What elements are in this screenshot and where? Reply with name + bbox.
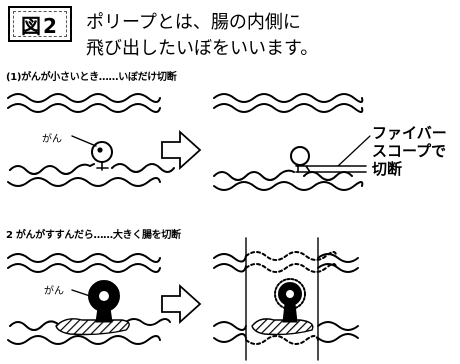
intestine-lower-wall <box>213 333 247 343</box>
intestine-upper-wall <box>7 263 161 273</box>
intro-text-line2: 飛び出したいぼをいいます。 <box>86 38 319 59</box>
intestine-lower-wall <box>7 335 161 345</box>
intestine-upper-wall <box>317 253 359 263</box>
intestine-upper-wall <box>7 253 161 263</box>
stage1-cancer-label: がん <box>42 134 62 145</box>
cancer-pointer <box>71 135 97 147</box>
intestine-upper-wall <box>213 253 247 263</box>
right-arrow-icon <box>161 129 202 171</box>
polyp-stalk <box>282 303 298 323</box>
stage1-intestine-before <box>7 93 175 187</box>
stage2-intestine-before <box>7 253 171 345</box>
stage2-intestine-after <box>213 237 359 361</box>
intro-text-line1: ポリープとは、腸の内側に <box>86 12 301 33</box>
intestine-lower-wall <box>317 321 359 331</box>
figure-badge: 図2 <box>8 6 72 42</box>
resected-segment-lower <box>245 335 319 345</box>
stage1-caption: (1)がんが小さいとき……いぼだけ切断 <box>6 72 177 83</box>
scope-pointer <box>337 135 371 167</box>
polyp-stalk <box>96 161 109 171</box>
intestine-upper-wall <box>213 263 247 273</box>
stage2-caption: 2 がんがすすんだら……大きく腸を切断 <box>6 230 181 241</box>
fiber-scope <box>295 165 367 173</box>
intestine-lower-wall <box>317 333 359 343</box>
hatched-cancer-spread <box>55 318 130 336</box>
fiber-scope-label: ファイバー スコープで切断 <box>372 124 460 178</box>
stage1-intestine-after <box>213 93 371 191</box>
fiber-scope-label-line2: スコープで切断 <box>372 142 447 178</box>
stage2-cancer-label: がん <box>44 286 64 297</box>
intestine-lower-wall <box>9 163 175 175</box>
intestine-upper-wall <box>317 263 359 273</box>
intestine-lower-wall <box>9 318 171 331</box>
intestine-upper-wall <box>213 103 364 113</box>
intestine-upper-wall <box>213 93 364 103</box>
resected-segment-upper <box>245 263 337 273</box>
cancer-pointer <box>71 289 91 297</box>
intestine-upper-wall <box>7 103 161 113</box>
intestine-upper-wall <box>7 93 161 103</box>
intestine-lower-wall <box>213 321 247 331</box>
intestine-lower-wall <box>7 177 161 187</box>
right-arrow-icon <box>161 283 202 325</box>
intestine-lower-wall <box>213 181 364 191</box>
small-polyp <box>290 146 310 166</box>
fiber-scope-label-line1: ファイバー <box>372 124 447 142</box>
polyp-stalk <box>95 307 113 323</box>
hatched-cancer-spread <box>251 318 314 336</box>
